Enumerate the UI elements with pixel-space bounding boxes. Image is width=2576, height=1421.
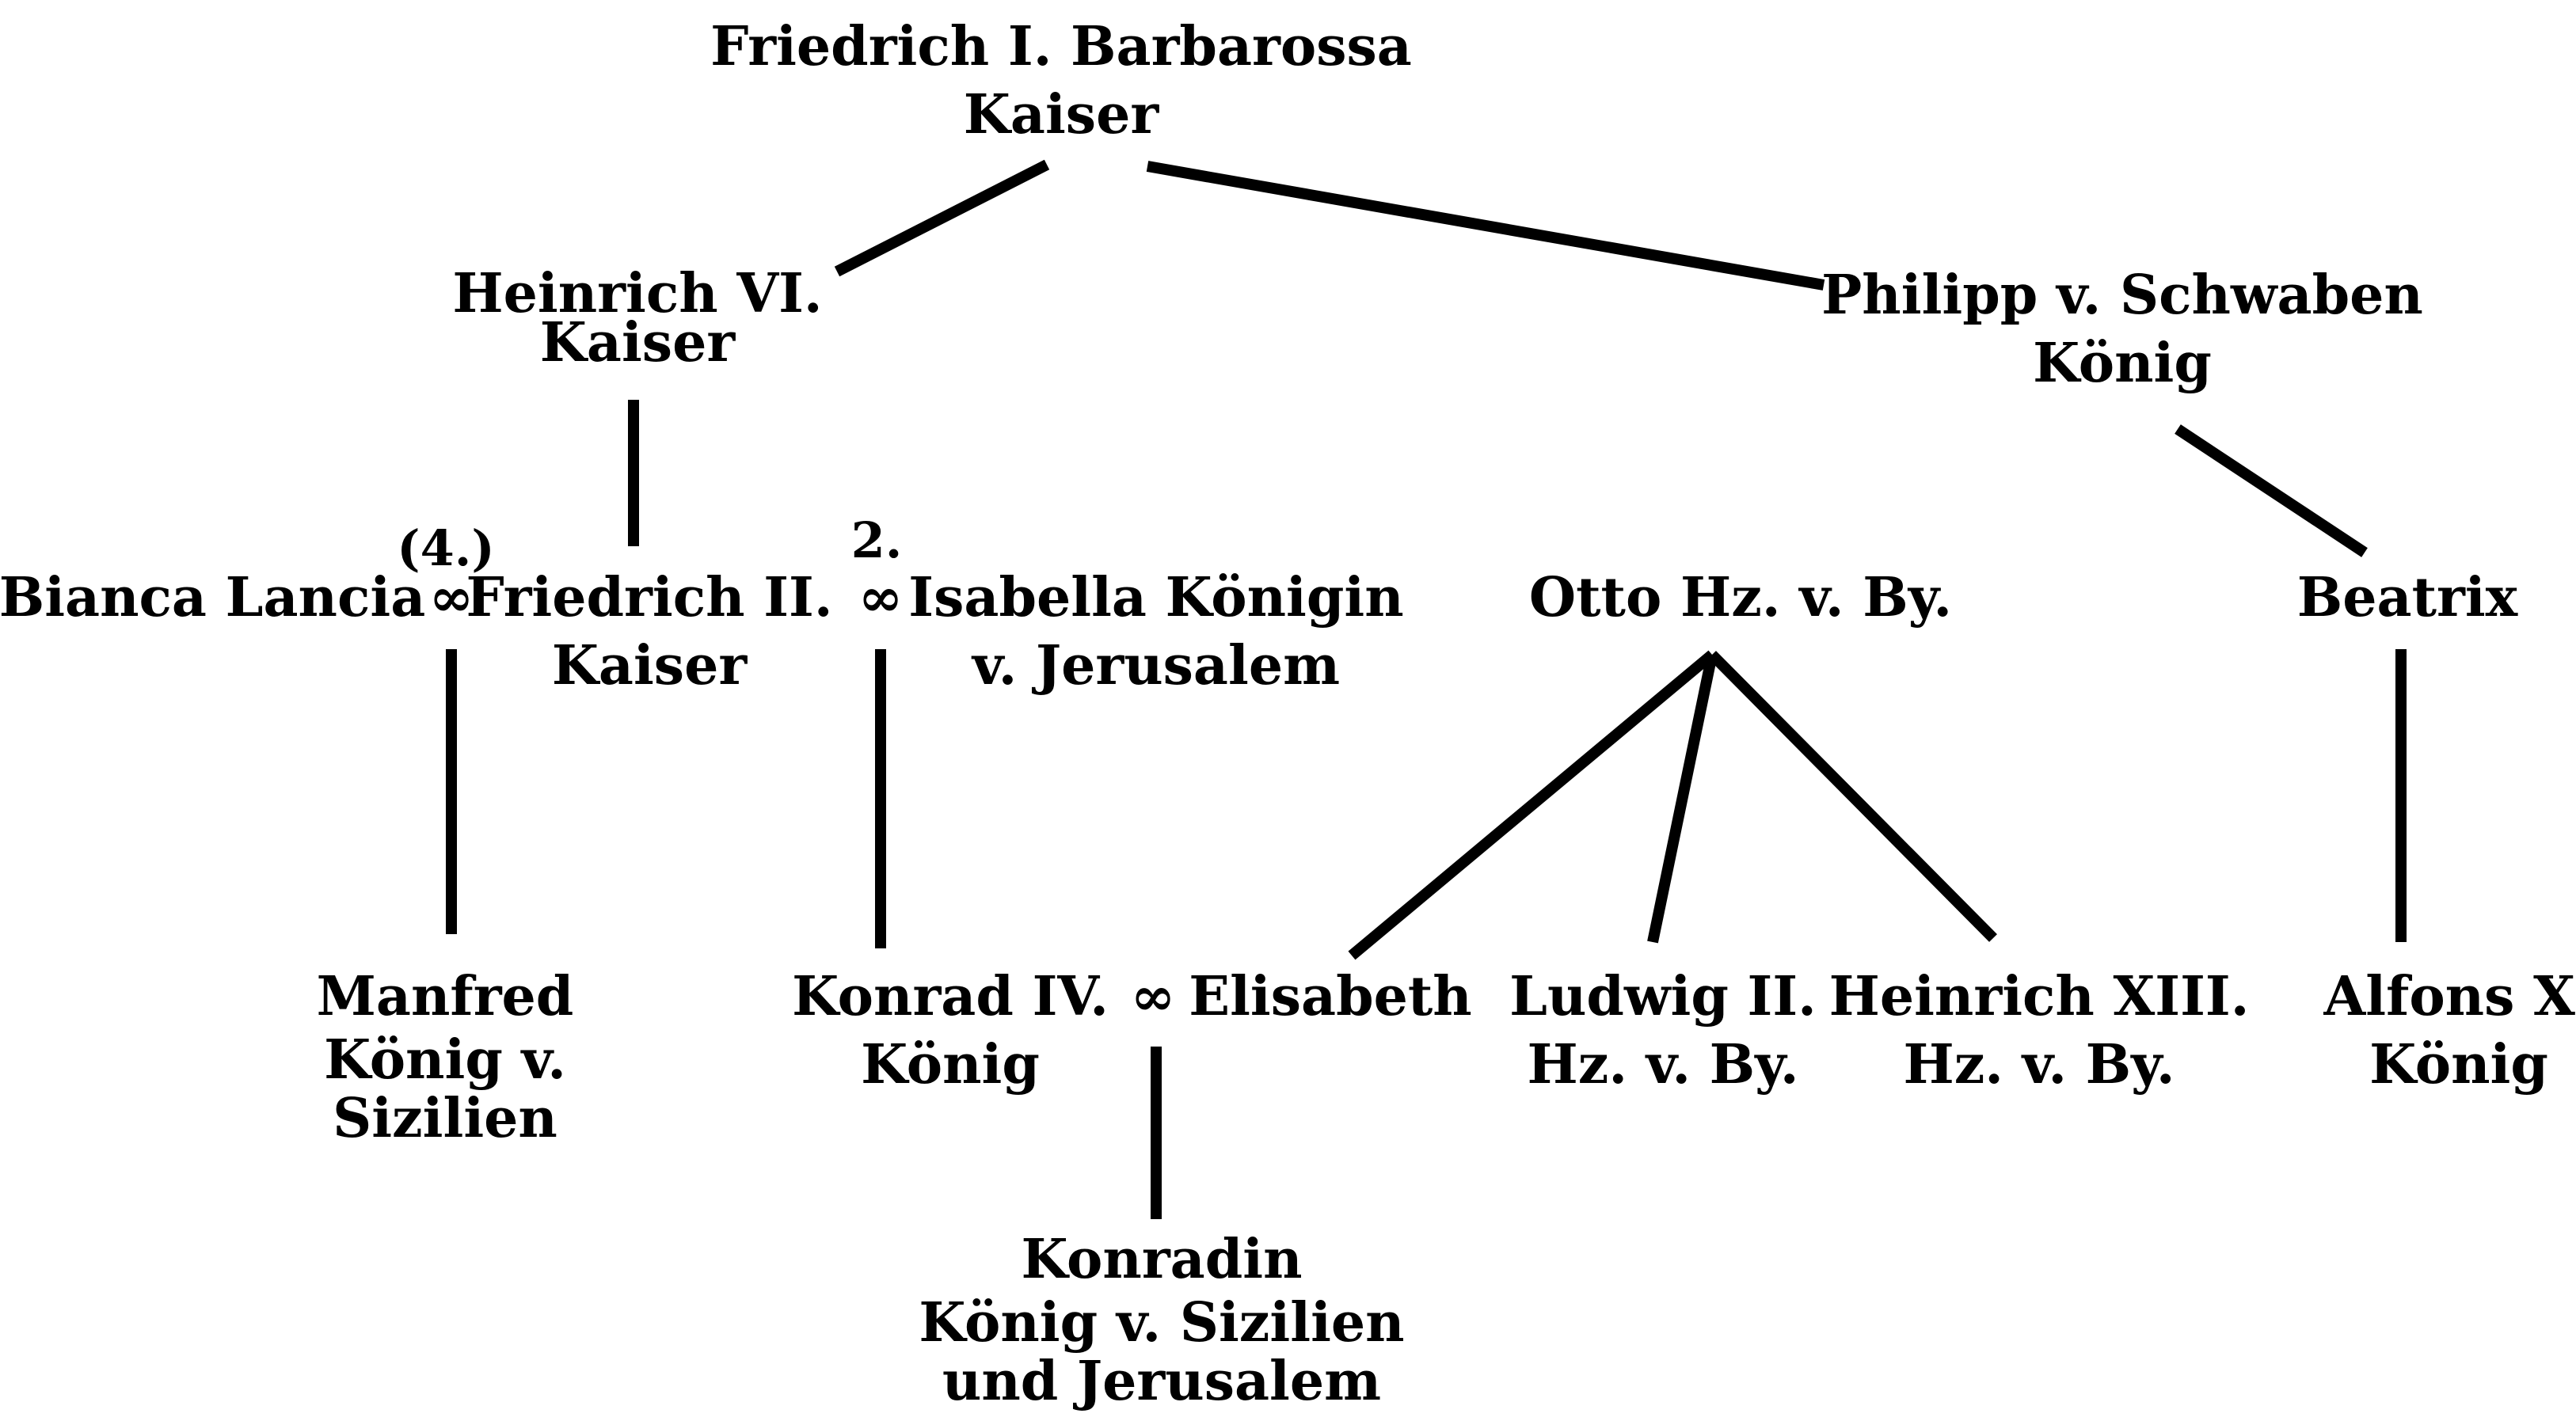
- person-name: Elisabeth: [1189, 965, 1472, 1028]
- marriage-symbol: ∞: [1130, 965, 1176, 1028]
- person-heinrich-xiii: Heinrich XIII. Hz. v. By.: [1829, 963, 2250, 1099]
- person-otto-hz-v-by: Otto Hz. v. By.: [1529, 564, 1952, 632]
- person-title: König v.: [324, 1028, 566, 1092]
- person-name: Otto Hz. v. By.: [1528, 566, 1953, 629]
- person-beatrix: Beatrix: [2297, 564, 2517, 632]
- person-title: Hz. v. By.: [1527, 1033, 1799, 1096]
- person-name: Friedrich I. Barbarossa: [710, 15, 1412, 78]
- person-name: Konradin: [1021, 1228, 1303, 1291]
- person-name: Manfred: [316, 965, 574, 1028]
- marriage-symbol: ∞: [428, 566, 474, 629]
- person-name: Ludwig II.: [1509, 965, 1817, 1028]
- person-friedrich-i-barbarossa: Friedrich I. Barbarossa Kaiser: [710, 13, 1412, 149]
- person-alfons-x: Alfons X. König: [2323, 963, 2576, 1099]
- person-title: Kaiser: [539, 311, 736, 374]
- person-title: Kaiser: [551, 634, 748, 697]
- person-title: Hz. v. By.: [1903, 1033, 2175, 1096]
- person-philipp-v-schwaben: Philipp v. Schwaben König: [1821, 261, 2423, 397]
- person-name: Konrad IV.: [792, 965, 1109, 1028]
- person-title: v. Jerusalem: [972, 634, 1341, 697]
- line-otto-elisabeth: [1348, 650, 1716, 960]
- person-title: König v. Sizilien: [919, 1291, 1405, 1355]
- person-ludwig-ii: Ludwig II. Hz. v. By.: [1509, 963, 1817, 1099]
- person-manfred: Manfred König v. Sizilien: [317, 963, 574, 1153]
- marriage-symbol: ∞: [858, 566, 904, 629]
- line-philipp-beatrix: [2175, 424, 2368, 557]
- person-name: Bianca Lancia: [0, 566, 426, 629]
- person-title-line-2: und Jerusalem: [942, 1350, 1382, 1413]
- line-barbarossa-philipp: [1146, 161, 1825, 291]
- person-name: Friedrich II.: [466, 566, 833, 629]
- person-elisabeth: Elisabeth: [1189, 963, 1472, 1031]
- line-barbarossa-heinrich-vi: [834, 159, 1050, 277]
- person-title: König: [2369, 1033, 2548, 1096]
- person-bianca-lancia: Bianca Lancia: [0, 564, 425, 632]
- line-otto-heinrich-xiii: [1708, 651, 1997, 942]
- person-heinrich-vi: Heinrich VI. Kaiser: [452, 260, 822, 377]
- person-name: Beatrix: [2296, 566, 2518, 629]
- person-title: König: [861, 1033, 1040, 1096]
- person-name: Isabella Königin: [908, 566, 1404, 629]
- line-otto-ludwig-ii: [1647, 653, 1718, 944]
- person-name: Alfons X.: [2323, 965, 2576, 1028]
- person-friedrich-ii: Friedrich II. Kaiser: [466, 564, 832, 700]
- marriage-order-note: (4.): [397, 519, 495, 577]
- person-name: Philipp v. Schwaben: [1821, 264, 2423, 327]
- person-konrad-iv: Konrad IV. König: [792, 963, 1109, 1099]
- person-title: König: [2033, 332, 2212, 395]
- marriage-order-note: 2.: [850, 511, 903, 569]
- person-name: Heinrich VI.: [452, 262, 823, 325]
- person-name: Heinrich XIII.: [1828, 965, 2250, 1028]
- person-title: Kaiser: [963, 83, 1159, 146]
- person-title-line-2: Sizilien: [333, 1087, 557, 1150]
- person-konradin: Konradin König v. Sizilien und Jerusalem: [919, 1225, 1404, 1415]
- person-isabella-koenigin-v-jerusalem: Isabella Königin v. Jerusalem: [908, 564, 1403, 700]
